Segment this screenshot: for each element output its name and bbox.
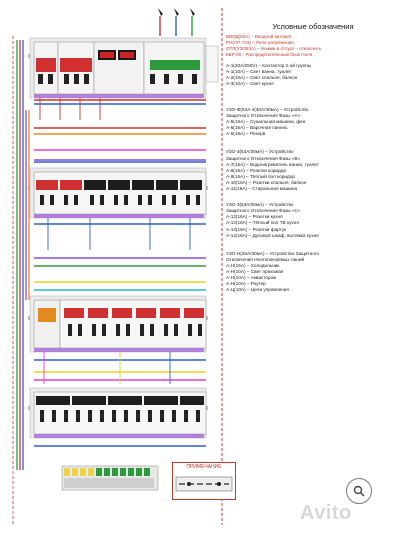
bus-bars: [34, 99, 206, 447]
breaker-row-3: [33, 299, 207, 349]
legend: Условные обозначения ВВОД(50А) – Вводной…: [226, 22, 400, 293]
search-icon: [353, 485, 365, 497]
legend-line: А-10(16А) – Розетки спальня, балкон: [226, 179, 307, 185]
legend-block-1: А-1(20А/250V) – Контактор 2-ой группы А-…: [226, 63, 400, 87]
watermark: Avito: [300, 502, 352, 524]
legend-line: А-Н(10А) – Свет прихожая: [226, 268, 284, 274]
legend-abbr-1: ВВОД(50А) – Вводной автомат: [226, 34, 292, 39]
breaker-row-2: [33, 171, 207, 215]
legend-line: А-7(16А) – Водонагреватель ванна, туалет: [226, 161, 319, 167]
legend-line: А-Н(10А) – Аквасторож: [226, 275, 277, 281]
legend-line: А-6(16А) – Резерв: [226, 131, 266, 137]
note-wire-icon: [175, 476, 233, 492]
legend-line: А-13(16А) – Тёплый пол ТВ кухня: [226, 220, 299, 226]
legend-line: А-13(16А) – Розетки фартук: [226, 226, 287, 232]
note-box: ПРИМЕЧАНИЕ: [172, 462, 236, 500]
legend-line: А-11(16А) – Стиральная машина: [226, 186, 298, 192]
legend-line: УЗО-Ф(63А 4(40А/30мА) – Устройство: [226, 107, 309, 112]
legend-line: А-Ц(10А) – Цепи управления: [226, 287, 289, 293]
legend-line: А-Н(16А) – Холодильник: [226, 262, 280, 268]
legend-line: Защитного Отключения Фазы «А»: [226, 113, 301, 119]
legend-line: А-Н(10А) – Роутер: [226, 281, 266, 287]
zoom-search-button[interactable]: [346, 478, 372, 504]
input-terminals: [158, 8, 195, 16]
legend-block-4: УЗО-3(63А/30мА) – Устройство Защитного О…: [226, 202, 400, 239]
legend-line: А-6(16А) – Варочная панель: [226, 125, 288, 131]
breaker-row-4: [33, 391, 207, 435]
legend-line: УЗО-Н(25А/30мА) – Устройство Защитного: [226, 250, 320, 256]
legend-abbr-4: КБР-80 - Распределительный блок Ноля: [226, 51, 313, 57]
legend-line: Защитного Отключения Фазы «С»: [226, 208, 301, 214]
legend-abbr-2: РН(СР-723) – Реле напряжения: [226, 39, 294, 45]
legend-line: А-14(16А) – Духовой шкаф, вытяжка кухня: [226, 232, 319, 238]
breaker-row-1: [33, 41, 219, 95]
legend-block-2: УЗО-Ф(63А 4(40А/30мА) – Устройство Защит…: [226, 107, 400, 137]
din-rails: [28, 54, 208, 410]
legend-line: А-12(16А) – Розетки кухня: [226, 214, 283, 220]
legend-line: А-9(16А) – Тёплый пол коридор: [226, 173, 295, 179]
side-wires: [16, 40, 30, 470]
legend-line: А-1(20А/250V) – Контактор 2-ой группы: [226, 62, 312, 68]
legend-block-5: УЗО-Н(25А/30мА) – Устройство Защитного О…: [226, 251, 400, 294]
legend-line: А-1(10А) – Свет ванна, туалет: [226, 68, 292, 74]
legend-line: УЗО-3(63А/30мА) – Устройство: [226, 202, 294, 208]
legend-line: Отключения Неотключаемых линий: [226, 256, 305, 262]
legend-line: УЗО-3(63А/30мА) – Устройство: [226, 149, 294, 155]
legend-block-3: УЗО-3(63А/30мА) – Устройство Защитного О…: [226, 149, 400, 192]
legend-line: А-8(16А) – Розетки коридор: [226, 167, 286, 173]
legend-title: Условные обозначения: [272, 22, 354, 31]
legend-line: А-2(10А) – Свет спальня, балкон: [226, 74, 298, 80]
incoming-wires: [159, 16, 193, 36]
legend-line: А-5(16А) – Сушильная машина, фен: [226, 119, 306, 125]
note-title: ПРИМЕЧАНИЕ: [186, 464, 222, 470]
legend-line: Защитного Отключения Фазы «В»: [226, 155, 301, 161]
legend-line: А-3(10А) – Свет кухня: [226, 80, 274, 86]
terminal-block: [61, 465, 159, 491]
legend-abbr-3: ОТЛ(УЗО63А) – Нажми в отпуск – отключить: [226, 45, 322, 51]
